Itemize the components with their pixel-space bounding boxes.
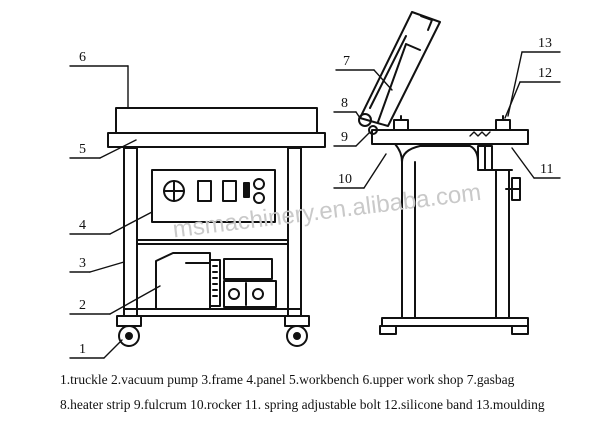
side-base	[381, 317, 529, 327]
rocker	[373, 143, 403, 319]
workbench	[107, 132, 326, 148]
label-9: 9	[341, 130, 348, 145]
upper-work-shop	[115, 107, 318, 134]
watermark: msmachinery.en.alibaba.com	[171, 179, 482, 244]
vacuum-pump	[155, 252, 277, 310]
machine-diagram: msmachinery.en.alibaba.com 6 5 4 3 2 1 7…	[69, 11, 561, 359]
front-view	[107, 107, 326, 347]
panel-display-1	[197, 180, 212, 202]
label-12: 12	[538, 66, 552, 81]
label-5: 5	[79, 142, 86, 157]
spring-adjustable-bolt	[477, 145, 521, 201]
frame-right-leg	[287, 147, 302, 317]
label-4: 4	[79, 218, 86, 233]
control-panel	[151, 169, 276, 223]
silicone-band	[371, 129, 529, 145]
panel-knob-1	[253, 178, 265, 190]
truckle-right	[284, 315, 310, 347]
gasbag	[359, 11, 441, 127]
label-1: 1	[79, 342, 86, 357]
frame-left-leg	[123, 147, 138, 317]
label-8: 8	[341, 96, 348, 111]
label-3: 3	[79, 256, 86, 271]
label-6: 6	[79, 50, 86, 65]
panel-knob-2	[253, 192, 265, 204]
label-7: 7	[343, 54, 350, 69]
label-11: 11	[540, 162, 553, 177]
side-view	[358, 11, 529, 335]
leader-lines	[69, 51, 561, 359]
heater-strip	[358, 113, 372, 127]
panel-display-2	[222, 180, 237, 202]
panel-switch	[243, 182, 250, 198]
moulding	[393, 115, 511, 131]
caption-line-2: 8.heater strip 9.fulcrum 10.rocker 11. s…	[60, 397, 545, 412]
caption-line-1: 1.truckle 2.vacuum pump 3.frame 4.panel …	[60, 372, 515, 387]
label-13: 13	[538, 36, 552, 51]
label-2: 2	[79, 298, 86, 313]
label-10: 10	[338, 172, 352, 187]
truckle-left	[116, 315, 142, 347]
